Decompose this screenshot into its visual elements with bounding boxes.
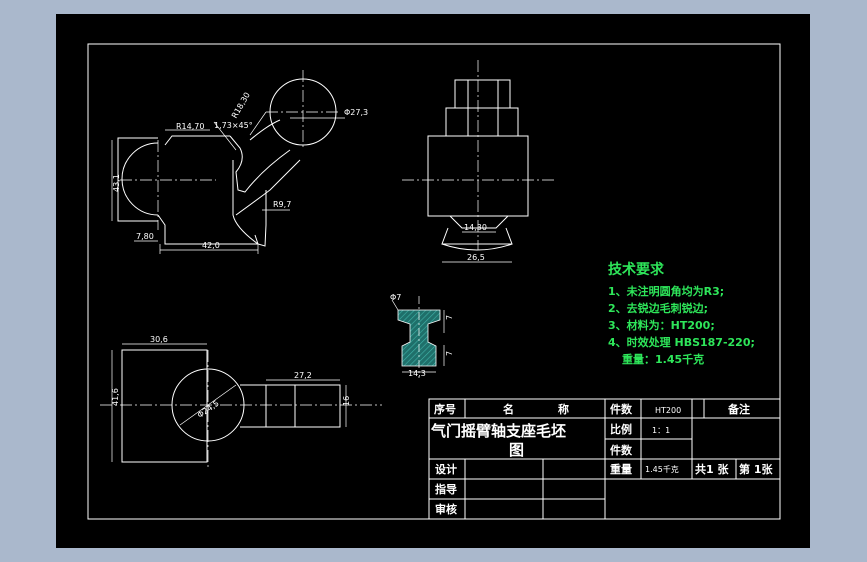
tb-guide-label: 指导 <box>435 482 457 496</box>
tb-material: HT200 <box>655 406 681 415</box>
dim-30-6: 30,6 <box>150 335 168 344</box>
dim-26-5: 26,5 <box>467 253 485 262</box>
tb-pieces-label: 件数 <box>610 443 633 457</box>
tech-req-item-2: 2、去锐边毛刺锐边; <box>608 301 708 315</box>
tech-req-weight: 重量：1.45千克 <box>622 352 704 366</box>
dim-section-7a: 7 <box>445 315 454 320</box>
tb-name-b: 称 <box>558 402 569 416</box>
tb-design-label: 设计 <box>435 462 457 476</box>
dim-27-2: 27,2 <box>294 371 312 380</box>
tb-scale-value: 1：1 <box>652 426 670 435</box>
title-block: 序号 名 称 件数 HT200 备注 气门摇臂轴支座毛坯 图 比例 1：1 件数… <box>428 398 781 520</box>
dim-section-7b: 7 <box>445 351 454 356</box>
section-view: Φ7 7 7 14,3 <box>390 293 454 378</box>
tb-seq-label: 序号 <box>434 402 456 416</box>
tb-remarks: 备注 <box>727 402 750 416</box>
tech-req-item-1: 1、未注明圆角均为R3; <box>608 284 724 298</box>
dim-42-0: 42,0 <box>202 241 220 250</box>
tech-requirements: 技术要求 1、未注明圆角均为R3; 2、去锐边毛刺锐边; 3、材料为：HT200… <box>608 261 755 366</box>
tb-title-line2: 图 <box>509 441 524 459</box>
tech-req-item-3: 3、材料为：HT200; <box>608 318 715 332</box>
side-view: 14,30 26,5 <box>402 60 555 263</box>
tb-title-line1: 气门摇臂轴支座毛坯 <box>430 422 566 440</box>
dim-section-14-3: 14,3 <box>408 369 426 378</box>
tb-name-a: 名 <box>503 402 514 416</box>
dim-43-1: 43,1 <box>112 174 121 192</box>
tb-scale-label: 比例 <box>610 422 632 436</box>
dim-r14-70: R14,70 <box>176 122 204 131</box>
tb-count-label: 件数 <box>610 402 633 416</box>
dim-dia27-3: Φ27,3 <box>344 108 368 117</box>
tb-review-label: 审核 <box>435 502 457 516</box>
dim-section-phi7: Φ7 <box>390 293 401 302</box>
tb-weight-label: 重量 <box>610 462 632 476</box>
dim-chamfer: 1,73×45° <box>214 121 253 130</box>
dim-16: 16 <box>342 396 351 406</box>
dim-r9-7: R9,7 <box>273 200 291 209</box>
tech-req-item-4: 4、时效处理 HBS187-220; <box>608 335 755 349</box>
tb-sheet-no: 第 1张 <box>739 462 773 476</box>
dim-41-6: 41,6 <box>111 388 120 406</box>
tb-sheets-total: 共1 张 <box>695 462 729 476</box>
tb-weight-value: 1.45千克 <box>645 464 679 474</box>
dim-14-30: 14,30 <box>464 223 487 232</box>
dim-7-80: 7,80 <box>136 232 154 241</box>
tech-req-title: 技术要求 <box>608 261 665 278</box>
